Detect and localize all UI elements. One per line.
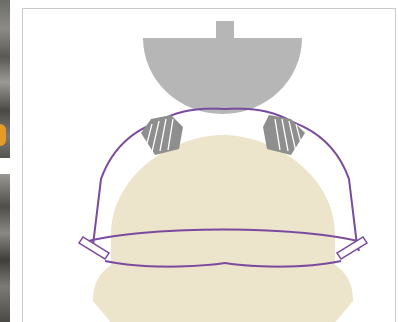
ceiling-fixture-icon [143, 21, 302, 114]
fixture-dome [143, 38, 302, 114]
thumbnail-strip[interactable] [0, 0, 10, 322]
thumbnail-next[interactable] [0, 174, 10, 322]
thumbnail-accent [0, 124, 6, 146]
headband-diagram [23, 9, 396, 322]
diagram-panel [22, 8, 396, 322]
fixture-stem [216, 21, 234, 38]
left-pad-shape [141, 115, 183, 155]
left-pad-icon [141, 115, 183, 155]
thumbnail-divider [0, 158, 10, 174]
right-pad-icon [263, 115, 305, 155]
